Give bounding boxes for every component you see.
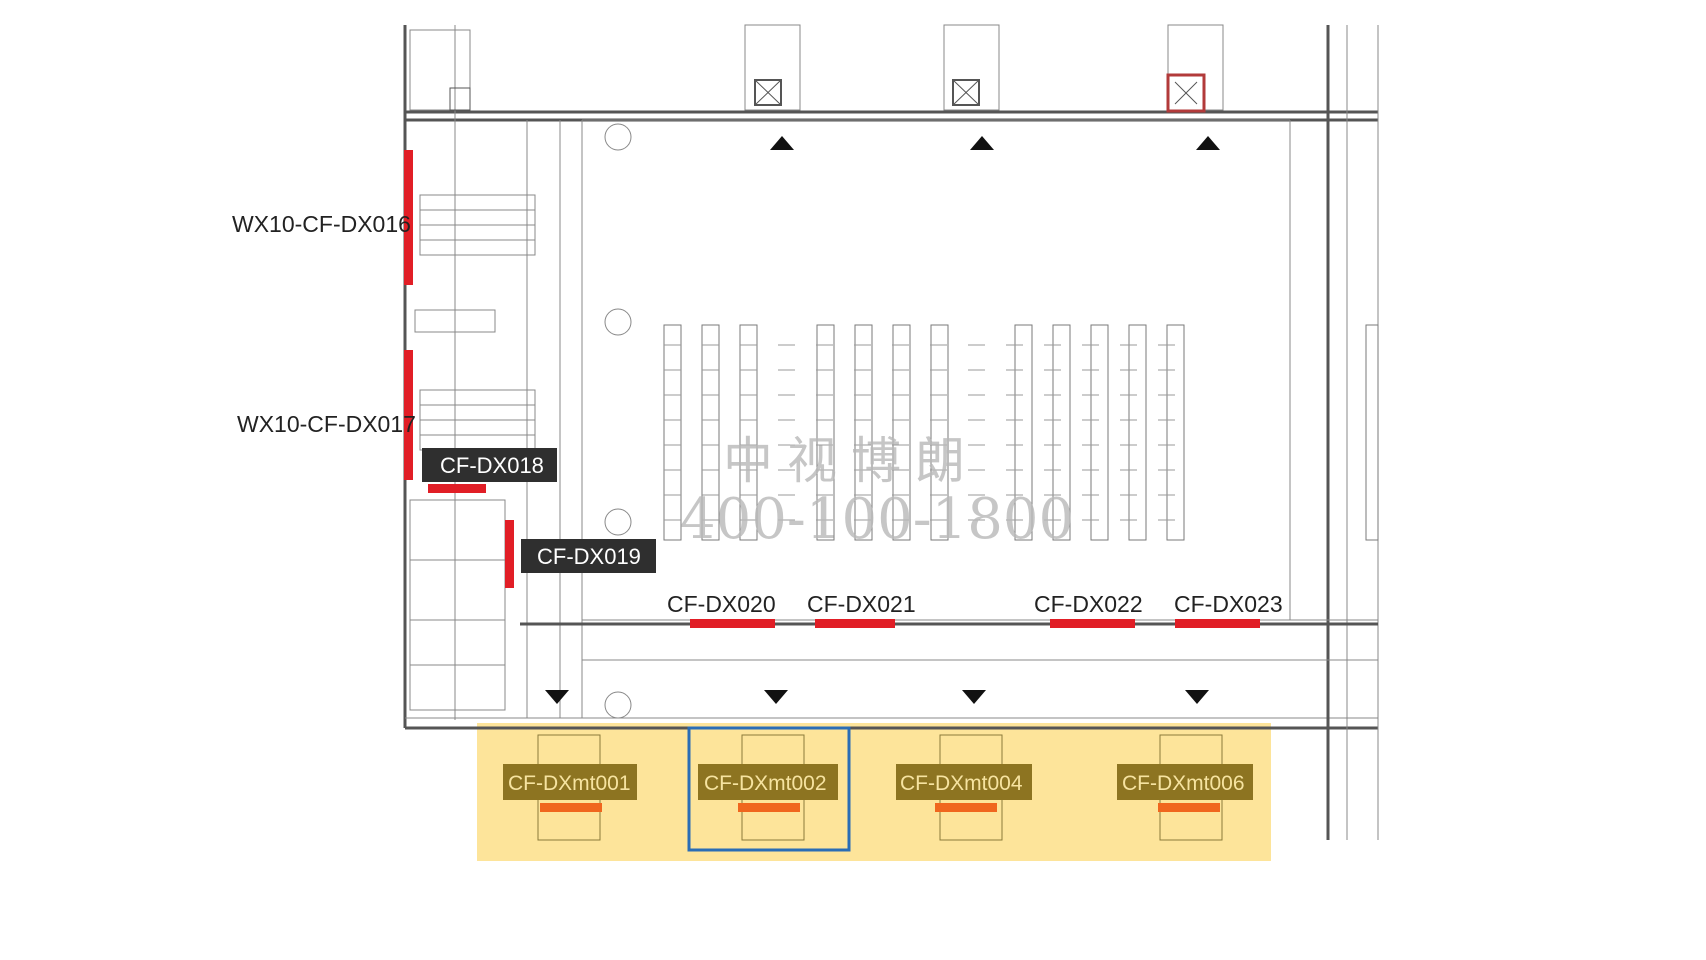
watermark-name: 中视博朗 xyxy=(723,432,979,490)
watermark-phone: 400-100-1800 xyxy=(680,487,1074,552)
label-dx016: WX10-CF-DX016 xyxy=(232,211,411,237)
ad-panel-dx020[interactable] xyxy=(690,619,775,628)
tag-mt001: CF-DXmt001 xyxy=(508,772,631,795)
seating-rows xyxy=(663,324,1379,541)
label-dx021: CF-DX021 xyxy=(807,591,916,617)
label-dx020: CF-DX020 xyxy=(667,591,776,617)
tag-mt001-bg xyxy=(503,764,637,800)
ad-panel-dx022[interactable] xyxy=(1050,619,1135,628)
tag-dx018: CF-DX018 xyxy=(440,453,544,478)
ad-panel-dx019[interactable] xyxy=(505,520,514,588)
left-escalators xyxy=(409,194,536,711)
ad-panel-mt001[interactable] xyxy=(540,803,602,812)
ad-panel-mt006[interactable] xyxy=(1158,803,1220,812)
tag-dx018-bg xyxy=(422,448,557,482)
ad-panel-mt004[interactable] xyxy=(935,803,997,812)
label-dx023: CF-DX023 xyxy=(1174,591,1283,617)
tag-mt004: CF-DXmt004 xyxy=(900,772,1023,795)
lower-arrows xyxy=(545,690,1209,704)
tag-mt004-bg xyxy=(896,764,1032,800)
seating-row-ticks xyxy=(664,344,1184,521)
tag-mt002: CF-DXmt002 xyxy=(704,772,827,795)
tag-dx019-bg xyxy=(521,539,656,573)
ad-panel-dx016[interactable] xyxy=(404,150,413,285)
top-stairwells xyxy=(409,24,1224,150)
column-markers xyxy=(604,123,632,719)
ad-panel-dx018[interactable] xyxy=(428,484,486,493)
ad-panel-mt002[interactable] xyxy=(738,803,800,812)
ad-panel-dx021[interactable] xyxy=(815,619,895,628)
label-dx017: WX10-CF-DX017 xyxy=(237,411,416,437)
selection-box[interactable] xyxy=(687,726,851,852)
tag-mt002-bg xyxy=(698,764,838,800)
label-dx022: CF-DX022 xyxy=(1034,591,1143,617)
ad-panel-dx017[interactable] xyxy=(404,350,413,480)
ad-panel-dx023[interactable] xyxy=(1175,619,1260,628)
tag-mt006: CF-DXmt006 xyxy=(1122,772,1245,795)
tag-dx019: CF-DX019 xyxy=(537,544,641,569)
tag-mt006-bg xyxy=(1117,764,1253,800)
